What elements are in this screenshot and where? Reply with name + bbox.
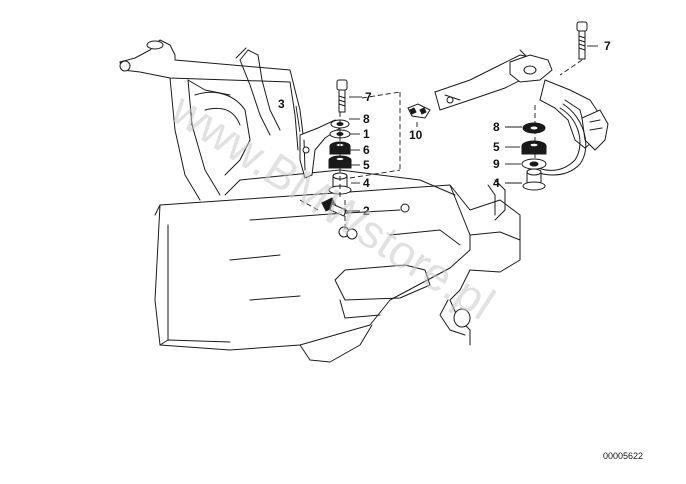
callout-9: 9: [493, 157, 500, 171]
callout-leaders: [295, 45, 598, 212]
callout-6: 6: [363, 143, 370, 157]
callout-5-right: 5: [493, 140, 500, 154]
callout-labels: 3 7 8 1 6 5 4 2 10 7 8 5 9 4: [278, 39, 611, 218]
right-mount-assembly: [434, 21, 609, 191]
callout-3: 3: [278, 97, 285, 111]
callout-7-right: 7: [604, 39, 611, 53]
watermark: www.BMWstore.pl: [162, 82, 504, 329]
callout-10: 10: [409, 128, 423, 142]
left-mount-stack: [299, 79, 352, 232]
callout-4-right: 4: [493, 176, 500, 190]
callout-4-left: 4: [363, 176, 370, 190]
connector-clip: [349, 91, 431, 179]
callout-8-right: 8: [493, 120, 500, 134]
callout-8-left: 8: [363, 112, 370, 126]
diagram-number: 00005622: [603, 451, 643, 461]
callout-5-left: 5: [363, 158, 370, 172]
callout-7-left: 7: [365, 90, 372, 104]
callout-1: 1: [363, 127, 370, 141]
engine-block-illustration: [154, 169, 521, 363]
callout-2: 2: [363, 204, 370, 218]
